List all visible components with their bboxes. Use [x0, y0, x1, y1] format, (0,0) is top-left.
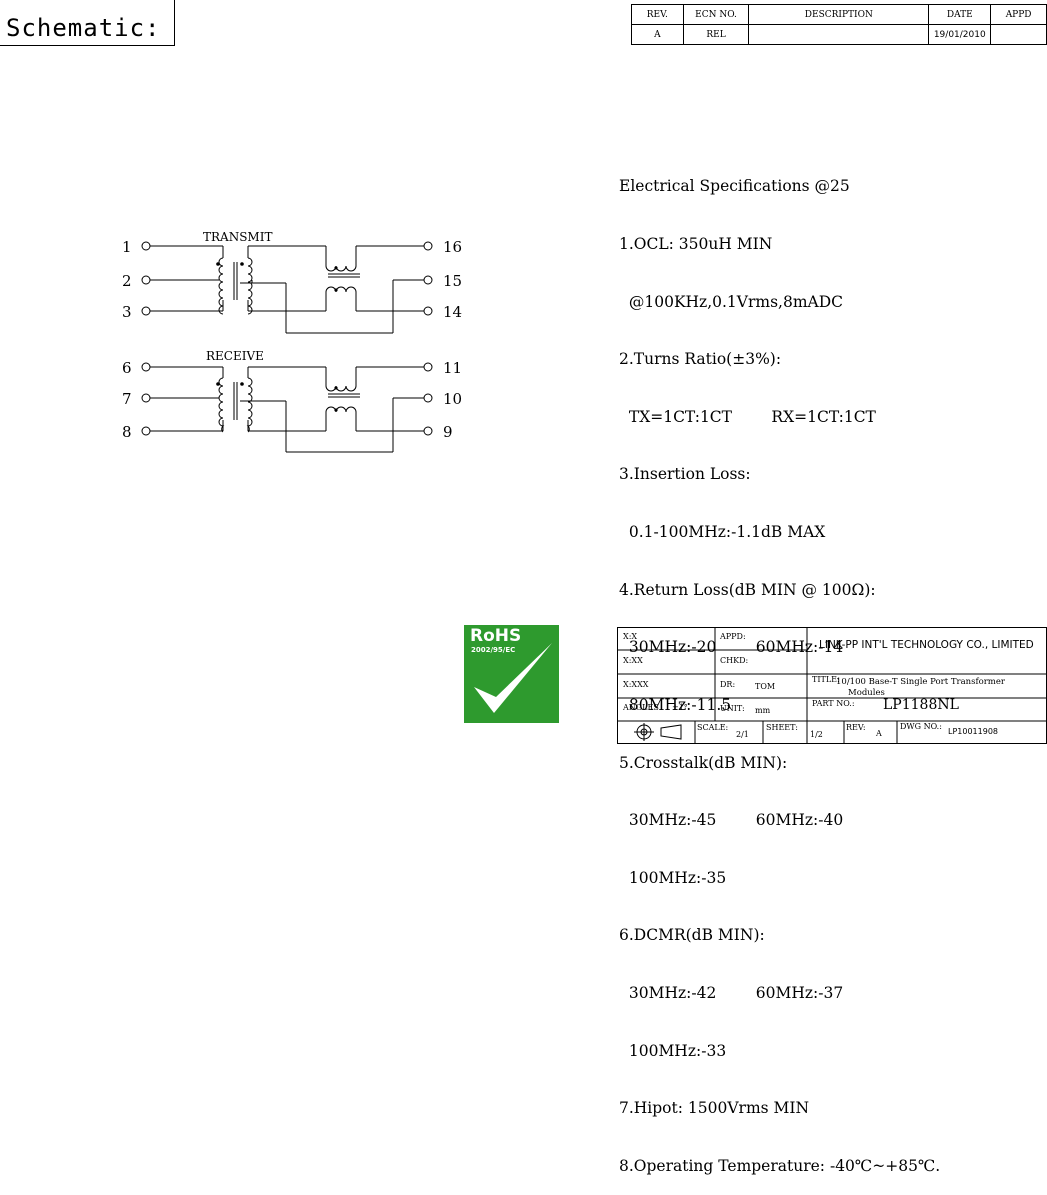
pin-11-label: 11 — [443, 359, 462, 377]
dr-value: TOM — [755, 682, 776, 691]
spec-line: 2.Turns Ratio(±3%): — [619, 350, 782, 369]
pin-10-label: 10 — [443, 390, 462, 408]
spec-line: 5.Crosstalk(dB MIN): — [619, 753, 788, 772]
page-title: Schematic: — [6, 14, 161, 42]
rev-header: REV. — [631, 4, 684, 25]
transmit-label: TRANSMIT — [203, 230, 272, 244]
dwg-no-value: LP10011908 — [948, 727, 998, 736]
part-no-label: PART NO.: — [812, 699, 855, 708]
scale-label: SCALE: — [697, 723, 729, 732]
chkd-label: CHKD: — [720, 656, 749, 665]
appd-label: APPD: — [720, 632, 746, 641]
rev-value: A — [876, 729, 882, 738]
pin-1-label: 1 — [122, 238, 132, 256]
tol-x: X:X — [623, 632, 638, 641]
spec-line: @100KHz,0.1Vrms,8mADC — [619, 292, 844, 311]
appd-header: APPD — [990, 4, 1047, 25]
title-value-line2: Modules — [848, 688, 885, 698]
rohs-logo — [464, 625, 559, 723]
receive-label: RECEIVE — [206, 349, 264, 363]
pin-2-label: 2 — [122, 272, 132, 290]
ecn-header: ECN NO. — [682, 4, 750, 25]
pin-14-terminal — [423, 306, 433, 316]
pin-3-terminal — [141, 306, 151, 316]
spec-line: 30MHz:-42 60MHz:-37 — [619, 983, 844, 1002]
pin-6-terminal — [141, 362, 151, 372]
pin-15-label: 15 — [443, 272, 462, 290]
spec-line: 7.Hipot: 1500Vrms MIN — [619, 1099, 810, 1118]
title-label: TITLE: — [812, 675, 840, 684]
title-value-line1: 10/100 Base-T Single Port Transformer — [836, 677, 1005, 687]
description-header: DESCRIPTION — [748, 4, 930, 25]
pin-3-label: 3 — [122, 303, 132, 321]
pin-7-terminal — [141, 393, 151, 403]
pin-11-terminal — [423, 362, 433, 372]
angles-label: ANGLES — [623, 703, 659, 712]
spec-line: 100MHz:-33 — [619, 1041, 727, 1060]
tol-xx: X:XX — [623, 656, 643, 665]
pin-14-label: 14 — [443, 303, 462, 321]
spec-line: 1.OCL: 350uH MIN — [619, 235, 773, 254]
spec-line: 8.Operating Temperature: -40℃~+85℃. — [619, 1156, 941, 1175]
unit-label: UNIT: — [720, 704, 745, 713]
pin-7-label: 7 — [122, 390, 132, 408]
pin-9-terminal — [423, 426, 433, 436]
spec-line: 3.Insertion Loss: — [619, 465, 751, 484]
dwg-no-label: DWG NO.: — [900, 722, 942, 731]
pin-16-label: 16 — [443, 238, 462, 256]
spec-line: 6.DCMR(dB MIN): — [619, 926, 765, 945]
tol-xxx: X:XXX — [623, 680, 649, 689]
ecn-cell: REL — [682, 24, 750, 45]
pin-16-terminal — [423, 241, 433, 251]
pin-2-terminal — [141, 275, 151, 285]
spec-line: 80MHz:-11.5 — [619, 695, 732, 714]
title-box — [0, 0, 175, 46]
date-cell: 19/01/2010 — [928, 24, 992, 45]
company-name: LINK-PP INT'L TECHNOLOGY CO., LIMITED — [819, 639, 1034, 651]
sheet-value: 1/2 — [810, 730, 823, 739]
schematic-diagram: TRANSMIT RECEIVE 1 2 3 16 15 14 6 7 8 11… — [122, 230, 462, 453]
pin-9-label: 9 — [443, 423, 453, 441]
description-cell — [748, 24, 930, 45]
pin-8-terminal — [141, 426, 151, 436]
revision-table: REV. ECN NO. DESCRIPTION DATE APPD A REL… — [631, 4, 1047, 45]
rohs-subtitle: 2002/95/EC — [471, 646, 516, 654]
unit-value: mm — [755, 706, 771, 715]
rev-cell: A — [631, 24, 684, 45]
angles-value: ±1° — [672, 703, 688, 712]
spec-line: 30MHz:-20 60MHz:-14 — [619, 638, 844, 657]
scale-value: 2/1 — [736, 730, 749, 739]
appd-cell — [990, 24, 1047, 45]
spec-line: 100MHz:-35 — [619, 868, 727, 887]
spec-line: Electrical Specifications @25 — [619, 177, 850, 196]
projection-symbol-icon — [634, 723, 682, 741]
pin-1-terminal — [141, 241, 151, 251]
sheet-label: SHEET: — [766, 723, 798, 732]
pin-15-terminal — [423, 275, 433, 285]
pin-6-label: 6 — [122, 359, 132, 377]
pin-10-terminal — [423, 393, 433, 403]
date-header: DATE — [928, 4, 992, 25]
rev-label: REV: — [846, 723, 866, 732]
spec-line: TX=1CT:1CT RX=1CT:1CT — [619, 407, 876, 426]
spec-line: 0.1-100MHz:-1.1dB MAX — [619, 523, 826, 542]
dr-label: DR: — [720, 680, 736, 689]
rohs-title: RoHS — [470, 626, 522, 646]
spec-line: 4.Return Loss(dB MIN @ 100Ω): — [619, 580, 876, 599]
spec-line: 30MHz:-45 60MHz:-40 — [619, 811, 844, 830]
part-no-value: LP1188NL — [883, 697, 959, 713]
pin-8-label: 8 — [122, 423, 132, 441]
